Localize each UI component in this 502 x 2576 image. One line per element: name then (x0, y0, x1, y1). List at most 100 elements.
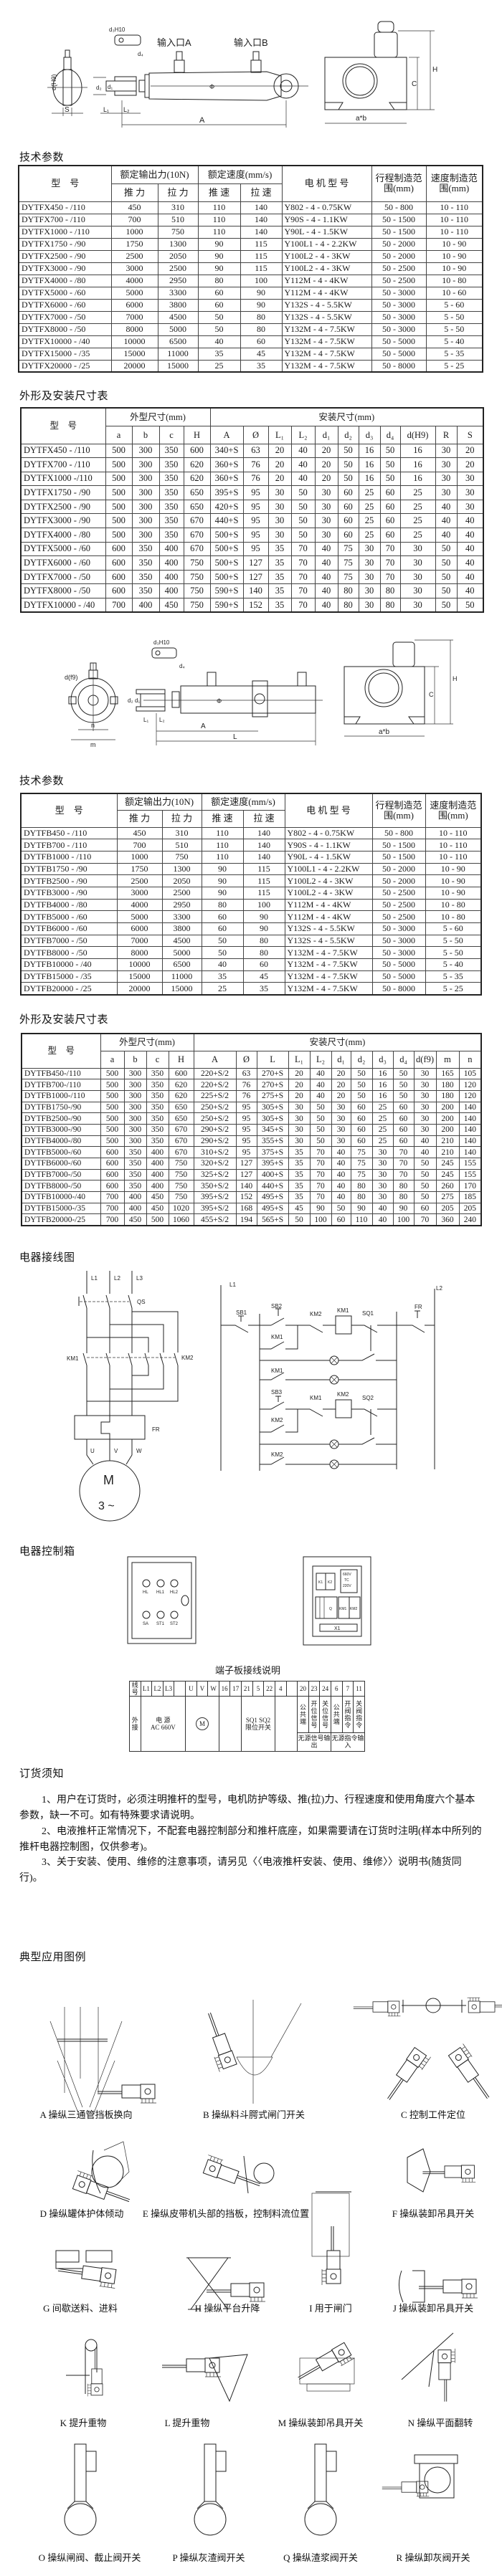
svg-text:FR: FR (415, 1304, 422, 1310)
limit-switch-label: 限位开关 (245, 1724, 272, 1731)
application-figure-r (382, 2454, 458, 2499)
svg-text:HL1: HL1 (156, 1590, 165, 1595)
value-cell: 5000 (110, 286, 158, 300)
model-cell: DYTFB2500 - /90 (20, 874, 118, 887)
blank-cell (218, 1696, 242, 1752)
actuator-icon (202, 2155, 261, 2187)
svg-text:SB2: SB2 (271, 1303, 283, 1310)
value-cell: Y132M - 4 - 7.5KW (281, 335, 372, 348)
value-cell: 50 - 2500 (371, 910, 426, 923)
column-header: A (193, 1050, 237, 1069)
application-figure-i (316, 2191, 351, 2285)
model-cell: DYTFB2500-/90 (21, 1112, 101, 1125)
application-caption: Q 操纵渣浆阀开关 (283, 2552, 358, 2563)
command-common: 公共端 (330, 1696, 343, 1733)
value-cell: 80 (337, 583, 359, 599)
svg-text:ST1: ST1 (156, 1622, 165, 1626)
model-cell: DYTFX7000 - /50 (18, 310, 112, 324)
value-cell: 310+S/2 (193, 1146, 237, 1158)
value-cell: 700 (100, 1213, 125, 1226)
value-cell: 750 (168, 1180, 194, 1193)
svg-text:W: W (136, 1448, 142, 1454)
command-close: 关阀指令 (353, 1696, 365, 1733)
column-header: d(H9) (399, 425, 436, 444)
model-cell: DYTFX1750 - /90 (20, 485, 106, 500)
application-caption: M 操纵装卸吊具开关 (278, 2418, 364, 2428)
svg-text:660V: 660V (343, 1573, 351, 1577)
value-cell: Y132S - 4 - 5.5KW (284, 922, 373, 935)
application-caption: K 提升重物 (60, 2418, 107, 2428)
value-cell: 63 (242, 443, 269, 459)
svg-text:a*b: a*b (356, 115, 366, 123)
column-header: d(f9) (413, 1050, 437, 1069)
col-stroke-range: 行程制造范围(mm) (371, 793, 426, 828)
value-cell: 210 (435, 1135, 460, 1148)
value-cell: 10 - 80 (425, 910, 482, 923)
actuator-icon (298, 2342, 355, 2380)
value-cell: 152 (242, 598, 269, 613)
actuator-icon (467, 1997, 502, 2013)
value-cell: Y90S - 4 - 1.1KW (281, 213, 372, 226)
svg-text:KM2: KM2 (310, 1311, 322, 1317)
value-cell: 270+S (256, 1079, 289, 1091)
svg-text:S: S (65, 106, 70, 114)
application-caption: B 操纵料斗腭式闸门开关 (203, 2109, 305, 2120)
value-cell: 350 (146, 1067, 169, 1080)
value-cell: 420+S (209, 499, 244, 515)
col-rated-force: 额定输出力(10N) (116, 793, 202, 811)
application-caption: O 操纵闸阀、截止阀开关 (38, 2552, 141, 2563)
model-cell: DYTFB450 - /110 (20, 826, 118, 840)
limit-switch-names: SQ1 SQ2 (245, 1717, 271, 1724)
value-cell: 750 (183, 598, 211, 613)
value-cell: 120 (458, 1079, 482, 1091)
value-cell: 5 - 25 (425, 359, 483, 373)
value-cell: Y100L1 - 4 - 2.2KW (281, 237, 372, 251)
model-cell: DYTFX3000 - /90 (20, 513, 106, 529)
column-header: c (158, 425, 184, 444)
value-cell: 35 (242, 982, 285, 996)
svg-text:L₁: L₁ (143, 717, 148, 723)
value-cell: 350 (131, 541, 160, 557)
svg-text:C: C (429, 691, 434, 698)
value-cell: 16 (358, 457, 381, 472)
value-cell: 25 (399, 499, 436, 515)
value-cell: 115 (242, 886, 285, 900)
value-cell: 350 (146, 1101, 169, 1114)
value-cell: 70 (290, 598, 316, 613)
value-cell: 50 (379, 471, 401, 487)
value-cell: 115 (242, 874, 285, 887)
value-cell: Y112M - 4 - 4KW (281, 274, 372, 287)
application-caption: H 操纵平台升降 (194, 2303, 260, 2314)
actuator-icon (387, 2046, 431, 2100)
col-motor: 电 机 型 号 (281, 165, 372, 202)
model-cell: DYTFX20000 - /25 (18, 359, 112, 373)
value-cell: 95 (242, 541, 269, 557)
value-cell: 40 (314, 598, 338, 613)
actuator-icon (437, 2348, 455, 2402)
section-title-control-box: 电器控制箱 (19, 1545, 75, 1557)
value-cell: 300 (131, 457, 160, 472)
value-cell: 650 (168, 1101, 194, 1114)
svg-text:输入口A: 输入口A (157, 37, 191, 48)
power-circuit: L1 L2 L3 QS KM1 KM2 FR U V W M 3 ~ (67, 1271, 194, 1522)
column-header: d₄ (379, 425, 401, 444)
value-cell: 650 (168, 1112, 194, 1125)
svg-text:n: n (91, 722, 95, 729)
value-cell: 300 (131, 443, 160, 459)
value-cell: 15000 (161, 982, 202, 996)
terminal-board-title: 端子板接线说明 (215, 1665, 281, 1676)
svg-text:d₃H10: d₃H10 (109, 27, 126, 33)
value-cell: 100 (309, 1213, 332, 1226)
value-cell: 30 (399, 555, 436, 571)
col-model: 型 号 (20, 407, 106, 444)
